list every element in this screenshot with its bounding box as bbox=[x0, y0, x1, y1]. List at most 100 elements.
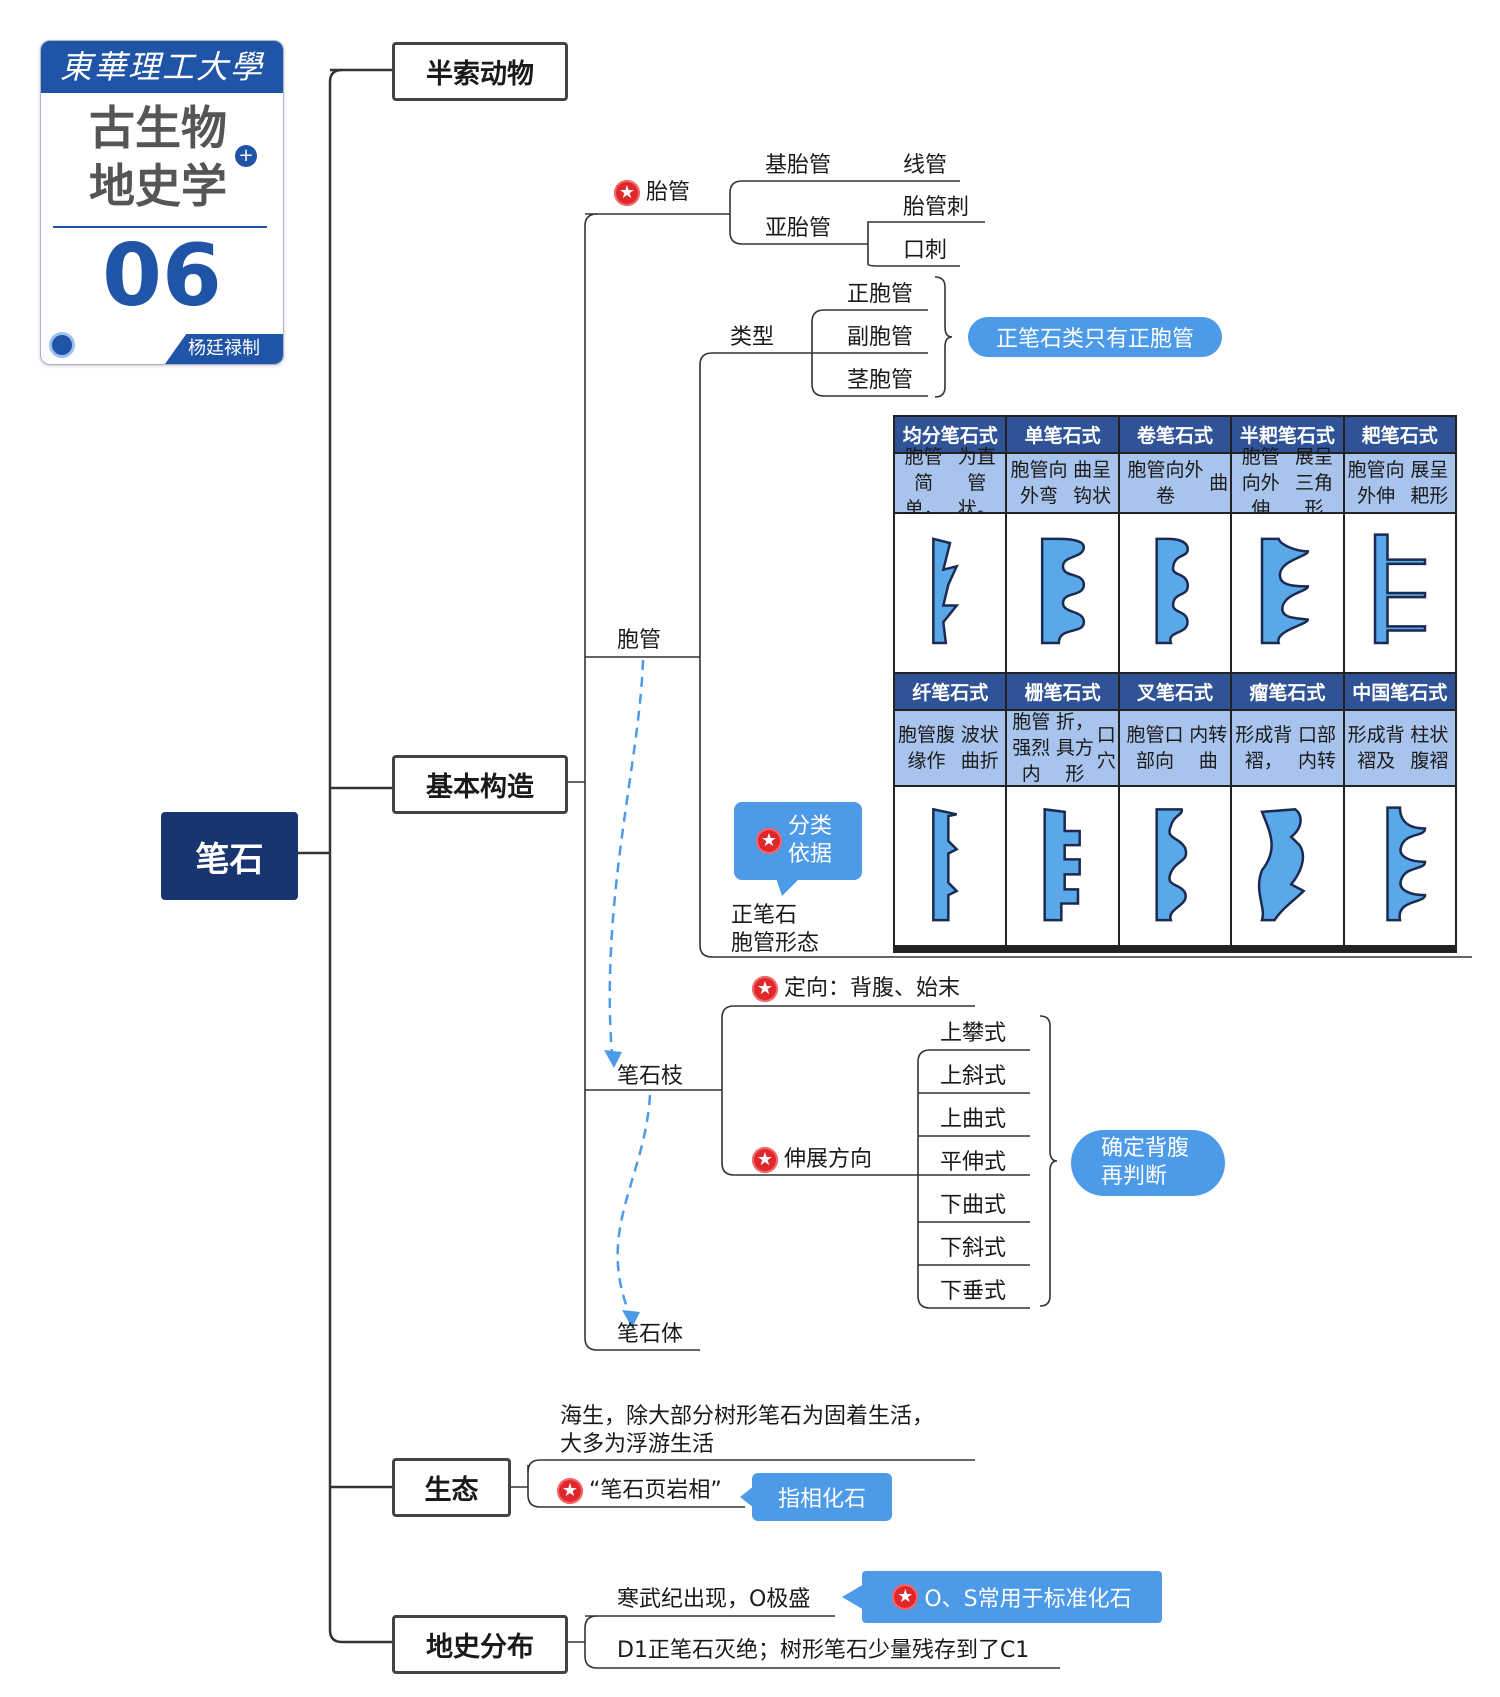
desc-line: 为直管状。 bbox=[957, 446, 996, 520]
theca-illustration bbox=[1344, 787, 1455, 945]
node-extension-direction[interactable]: ★伸展方向 bbox=[752, 1147, 872, 1173]
node-autotheca[interactable]: 正胞管 bbox=[847, 282, 914, 307]
node-orientation[interactable]: ★定向：背腹、始末 bbox=[752, 976, 960, 1002]
classify-line2: 胞管形态 bbox=[731, 931, 820, 956]
desc-line: 胞管向外伸 bbox=[1241, 446, 1280, 520]
theca-shape-icon bbox=[1043, 807, 1081, 922]
logo-icon bbox=[49, 332, 75, 358]
node-nema[interactable]: 线管 bbox=[903, 153, 948, 178]
table-header: 瘤笔石式 bbox=[1232, 674, 1343, 709]
branch-distribution[interactable]: 地史分布 bbox=[392, 1615, 568, 1674]
desc-line: 展呈耙形 bbox=[1410, 459, 1449, 507]
table-header: 耙笔石式 bbox=[1344, 417, 1455, 452]
note-index-fossil-label: O、S常用于标准化石 bbox=[924, 1587, 1132, 1612]
desc-line: 口穴 bbox=[1096, 724, 1116, 772]
theca-illustration bbox=[1344, 514, 1455, 672]
direction-item[interactable]: 下斜式 bbox=[940, 1236, 1007, 1261]
desc-line: 波状曲折 bbox=[960, 724, 999, 772]
direction-item[interactable]: 下垂式 bbox=[940, 1279, 1007, 1304]
node-metasicula[interactable]: 亚胎管 bbox=[765, 216, 832, 241]
branch-hemichordata[interactable]: 半索动物 bbox=[392, 42, 568, 101]
course-title-line1: 古生物 bbox=[89, 101, 227, 155]
star-icon: ★ bbox=[752, 976, 778, 1002]
desc-line: 柱状腹褶 bbox=[1410, 724, 1449, 772]
theca-shape-icon bbox=[932, 537, 960, 645]
node-stipe[interactable]: 笔石枝 bbox=[617, 1064, 684, 1089]
node-theca[interactable]: 胞管 bbox=[617, 628, 662, 653]
branch-ecology[interactable]: 生态 bbox=[392, 1458, 511, 1517]
classify-line1: 正笔石 bbox=[731, 903, 798, 928]
desc-line: 展呈三角形 bbox=[1294, 446, 1333, 520]
note-determine-dorsal[interactable]: 确定背腹 再判断 bbox=[1071, 1130, 1225, 1196]
theca-shape-icon bbox=[1386, 806, 1427, 922]
branch-basic-structure[interactable]: 基本构造 bbox=[392, 755, 568, 814]
node-rhabdosome[interactable]: 笔石体 bbox=[617, 1322, 684, 1347]
table-header: 中国笔石式 bbox=[1344, 674, 1455, 709]
callout-classification[interactable]: ★ 分类依据 bbox=[734, 802, 862, 880]
theca-illustration bbox=[895, 514, 1006, 672]
university-name: 東華理工大學 bbox=[41, 41, 283, 93]
callout-pointer bbox=[842, 1584, 864, 1610]
node-prosicula[interactable]: 基胎管 bbox=[765, 153, 832, 178]
root-node[interactable]: 笔石 bbox=[161, 812, 298, 900]
node-shale-facies[interactable]: ★“笔石页岩相” bbox=[557, 1478, 722, 1504]
table-desc: 胞管向外卷曲 bbox=[1119, 454, 1231, 512]
callout-classification-text: 分类依据 bbox=[788, 814, 833, 867]
callout-pointer bbox=[776, 878, 800, 896]
desc-line: 形成背褶及 bbox=[1347, 724, 1405, 772]
direction-item[interactable]: 下曲式 bbox=[940, 1193, 1007, 1218]
theca-shape-icon bbox=[1258, 808, 1307, 922]
node-apertural-spine[interactable]: 口刺 bbox=[903, 238, 948, 263]
node-shale-facies-label: “笔石页岩相” bbox=[589, 1478, 722, 1503]
star-icon: ★ bbox=[752, 1147, 778, 1173]
node-stolotheca[interactable]: 茎胞管 bbox=[847, 368, 914, 393]
table-header: 卷笔石式 bbox=[1119, 417, 1231, 452]
divider bbox=[53, 226, 267, 228]
node-bitheca[interactable]: 副胞管 bbox=[847, 325, 914, 350]
node-sicula-label: 胎管 bbox=[646, 180, 691, 205]
table-header: 栅笔石式 bbox=[1007, 674, 1118, 709]
direction-item[interactable]: 上攀式 bbox=[940, 1021, 1007, 1046]
table-desc: 胞管强烈内折，具方形口穴 bbox=[1007, 711, 1118, 785]
theca-illustration bbox=[1232, 514, 1343, 672]
callout-classification-label: 分类依据 bbox=[788, 813, 840, 869]
chapter-number: 06 bbox=[102, 226, 222, 326]
table-header: 半耙笔石式 bbox=[1232, 417, 1343, 452]
desc-line: 胞管向外弯 bbox=[1010, 459, 1068, 507]
course-card: 東華理工大學 古生物 地史学 + 06 杨廷禄制 bbox=[40, 40, 284, 365]
star-icon: ★ bbox=[614, 180, 640, 206]
note-index-fossil[interactable]: ★O、S常用于标准化石 bbox=[862, 1571, 1162, 1623]
theca-shape-icon bbox=[1155, 808, 1188, 922]
node-virgella[interactable]: 胎管刺 bbox=[903, 195, 970, 220]
desc-line: 胞管向外卷 bbox=[1127, 459, 1204, 507]
theca-illustration bbox=[895, 787, 1006, 945]
theca-morphology-table: 均分笔石式单笔石式卷笔石式半耙笔石式耙笔石式胞管简单，为直管状。胞管向外弯曲呈钩… bbox=[893, 415, 1457, 953]
table-header: 纤笔石式 bbox=[895, 674, 1006, 709]
theca-shape-icon bbox=[1040, 537, 1085, 645]
theca-shape-icon bbox=[1155, 537, 1189, 645]
table-desc: 胞管简单，为直管状。 bbox=[895, 446, 1006, 520]
table-desc: 形成背褶，口部内转 bbox=[1232, 711, 1343, 785]
direction-item[interactable]: 上斜式 bbox=[940, 1064, 1007, 1089]
star-icon: ★ bbox=[557, 1478, 583, 1504]
note-autotheca-only[interactable]: 正笔石类只有正胞管 bbox=[968, 317, 1222, 357]
theca-illustration bbox=[1007, 787, 1118, 945]
ecology-line2: 大多为浮游生活 bbox=[560, 1432, 715, 1457]
table-header: 叉笔石式 bbox=[1119, 674, 1231, 709]
star-icon: ★ bbox=[756, 828, 782, 854]
direction-item[interactable]: 上曲式 bbox=[940, 1107, 1007, 1132]
plus-icon[interactable]: + bbox=[235, 145, 257, 167]
desc-line: 口部内转 bbox=[1297, 724, 1336, 772]
node-theca-types[interactable]: 类型 bbox=[730, 325, 775, 350]
table-desc: 形成背褶及柱状腹褶 bbox=[1344, 711, 1455, 785]
note-facies-fossil[interactable]: 指相化石 bbox=[752, 1473, 892, 1521]
theca-illustration bbox=[1232, 787, 1343, 945]
ecology-line1: 海生，除大部分树形笔石为固着生活， bbox=[560, 1404, 935, 1429]
direction-item[interactable]: 平伸式 bbox=[940, 1150, 1007, 1175]
table-header: 单笔石式 bbox=[1007, 417, 1118, 452]
table-desc: 胞管向外伸展呈耙形 bbox=[1344, 454, 1455, 512]
course-title-line2: 地史学 bbox=[89, 159, 227, 213]
node-sicula[interactable]: ★胎管 bbox=[614, 180, 690, 206]
author-badge: 杨廷禄制 bbox=[165, 334, 283, 364]
table-desc: 胞管腹缘作波状曲折 bbox=[895, 711, 1006, 785]
